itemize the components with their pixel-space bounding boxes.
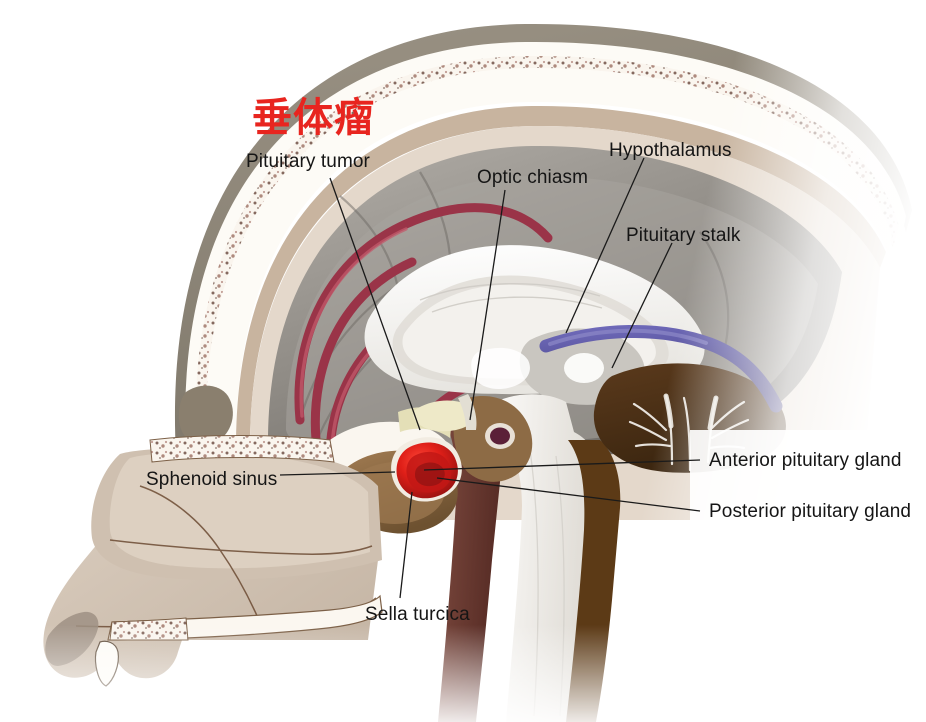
pituitary-stalk-body [458, 394, 477, 430]
leader-pituitary-tumor [329, 177, 421, 431]
internal-carotid-artery [485, 423, 515, 449]
frontal-sinus [178, 385, 233, 446]
leader-posterior-pituitary-gland [436, 477, 701, 512]
leader-pituitary-stalk [611, 242, 673, 369]
label-sella-turcica: Sella turcica [365, 604, 470, 625]
leader-hypothalamus [565, 157, 645, 334]
label-hypothalamus: Hypothalamus [609, 140, 732, 161]
label-pituitary-tumor: Pituitary tumor [246, 151, 370, 172]
fade-bottom [0, 560, 926, 722]
label-backdrop-right [690, 430, 926, 540]
label-posterior-pituitary-gland: Posterior pituitary gland [709, 501, 912, 522]
chinese-title: 垂体瘤 [252, 95, 375, 141]
label-sphenoid-sinus: Sphenoid sinus [146, 469, 278, 490]
leader-sella-turcica [399, 491, 413, 599]
label-pituitary-stalk: Pituitary stalk [626, 225, 741, 246]
ethmoid-bone [149, 435, 335, 463]
label-anterior-pituitary-gland: Anterior pituitary gland [709, 450, 902, 471]
label-optic-chiasm: Optic chiasm [477, 167, 589, 188]
leader-optic-chiasm [469, 189, 506, 421]
leader-sphenoid-sinus [279, 471, 396, 476]
optic-chiasm-body [413, 400, 476, 432]
leader-anterior-pituitary-gland [423, 459, 701, 471]
